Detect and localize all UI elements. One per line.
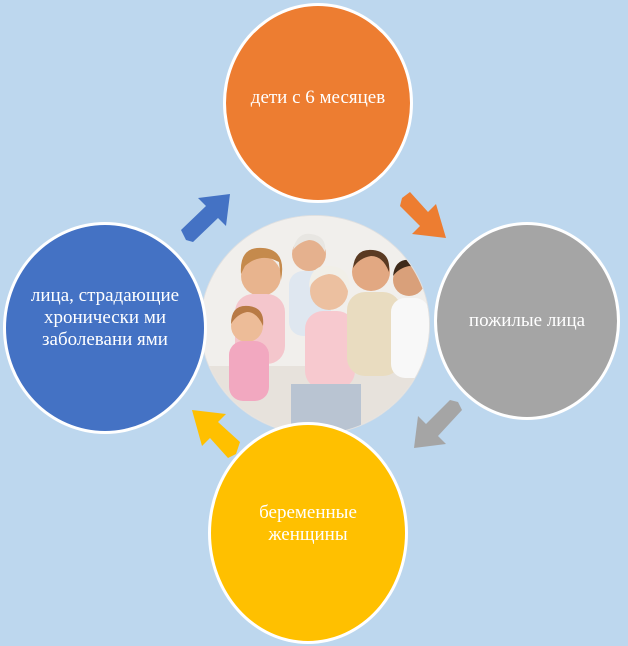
- node-pregnant-label: беременные женщины: [259, 502, 357, 545]
- node-elderly: пожилые лица: [434, 222, 620, 420]
- node-chronic-label: лица, страдающие хронически ми заболеван…: [30, 285, 180, 350]
- node-elderly-label: пожилые лица: [468, 310, 586, 331]
- node-chronic: лица, страдающие хронически ми заболеван…: [3, 222, 207, 434]
- arrow-bottom-to-left: [192, 410, 240, 458]
- arrow-left-to-top: [181, 194, 230, 242]
- node-children-label: дети с 6 месяцев: [250, 87, 386, 108]
- arrow-top-to-right: [400, 192, 446, 238]
- family-photo: [200, 215, 430, 435]
- node-pregnant: беременные женщины: [208, 422, 408, 644]
- node-children: дети с 6 месяцев: [223, 3, 413, 203]
- arrow-right-to-bottom: [414, 400, 462, 448]
